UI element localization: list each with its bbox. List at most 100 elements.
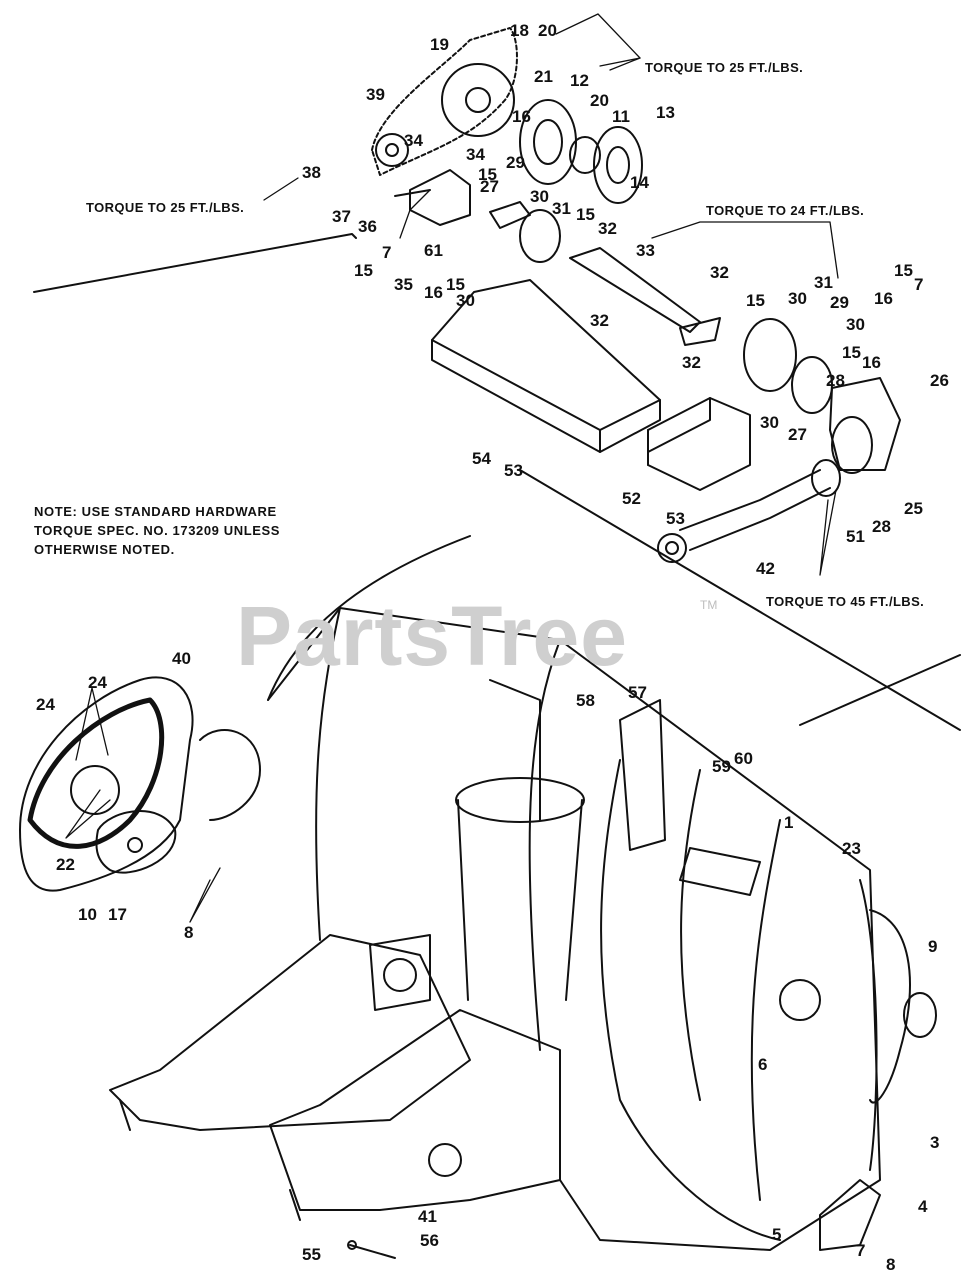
chain-drive bbox=[371, 27, 518, 176]
part-number: 7 bbox=[914, 275, 923, 294]
part-number: 15 bbox=[746, 291, 765, 310]
part-number: 31 bbox=[552, 199, 571, 218]
part-number: 32 bbox=[590, 311, 609, 330]
part-number: 28 bbox=[872, 517, 891, 536]
cover-plate bbox=[431, 279, 661, 453]
part-number: 3 bbox=[930, 1133, 939, 1152]
part-number: 26 bbox=[930, 371, 949, 390]
part-number: 57 bbox=[628, 683, 647, 702]
note-line: NOTE: USE STANDARD HARDWARE bbox=[34, 504, 277, 519]
part-number: 53 bbox=[666, 509, 685, 528]
part-number: 22 bbox=[56, 855, 75, 874]
part-number: 21 bbox=[534, 67, 553, 86]
part-number: 15 bbox=[354, 261, 373, 280]
part-number: 4 bbox=[918, 1197, 928, 1216]
part-number: 30 bbox=[530, 187, 549, 206]
part-number: 15 bbox=[478, 165, 497, 184]
part-number: 30 bbox=[456, 291, 475, 310]
part-number: 29 bbox=[830, 293, 849, 312]
part-number: 5 bbox=[772, 1225, 781, 1244]
part-number: 16 bbox=[862, 353, 881, 372]
part-number: 35 bbox=[394, 275, 413, 294]
torque-label: TORQUE TO 24 FT./LBS. bbox=[706, 203, 864, 218]
hitch-frame bbox=[109, 934, 561, 1221]
part-number: 38 bbox=[302, 163, 321, 182]
part-number: 55 bbox=[302, 1245, 321, 1264]
part-number: 13 bbox=[656, 103, 675, 122]
torque-label: TORQUE TO 25 FT./LBS. bbox=[645, 60, 803, 75]
part-number: 32 bbox=[710, 263, 729, 282]
part-number: 61 bbox=[424, 241, 443, 260]
part-number: 14 bbox=[630, 173, 649, 192]
trademark-symbol: TM bbox=[700, 598, 718, 612]
bearing-flanges bbox=[519, 99, 643, 204]
part-number: 34 bbox=[466, 145, 485, 164]
part-number: 8 bbox=[184, 923, 193, 942]
torque-label: TORQUE TO 45 FT./LBS. bbox=[766, 594, 924, 609]
hardware-note: NOTE: USE STANDARD HARDWARE TORQUE SPEC.… bbox=[34, 502, 334, 559]
watermark: PartsTree bbox=[236, 589, 628, 683]
part-number: 19 bbox=[430, 35, 449, 54]
part-number: 30 bbox=[760, 413, 779, 432]
leader-lines bbox=[65, 13, 839, 923]
part-number: 20 bbox=[538, 21, 557, 40]
impeller bbox=[779, 909, 937, 1104]
part-number: 32 bbox=[682, 353, 701, 372]
right-flange-parts bbox=[743, 318, 901, 474]
part-number: 15 bbox=[446, 275, 465, 294]
part-number: 16 bbox=[424, 283, 443, 302]
part-number: 20 bbox=[590, 91, 609, 110]
part-number: 56 bbox=[420, 1231, 439, 1250]
part-number: 39 bbox=[366, 85, 385, 104]
part-number: 53 bbox=[504, 461, 523, 480]
part-number: 23 bbox=[842, 839, 861, 858]
part-number: 30 bbox=[788, 289, 807, 308]
part-number: 24 bbox=[88, 673, 107, 692]
part-number: 27 bbox=[788, 425, 807, 444]
torque-label: TORQUE TO 25 FT./LBS. bbox=[86, 200, 244, 215]
part-number: 11 bbox=[612, 107, 630, 126]
divider-line bbox=[33, 233, 961, 731]
part-number: 7 bbox=[382, 243, 391, 262]
part-number: 29 bbox=[506, 153, 525, 172]
pin bbox=[347, 1240, 396, 1259]
part-number: 15 bbox=[894, 261, 913, 280]
part-number: 58 bbox=[576, 691, 595, 710]
part-number: 59 bbox=[712, 757, 731, 776]
part-number: 16 bbox=[874, 289, 893, 308]
part-number-labels: 19 18 20 21 12 20 11 13 39 16 15 29 34 3… bbox=[36, 21, 949, 1274]
part-number: 34 bbox=[404, 131, 423, 150]
discharge-opening bbox=[455, 679, 666, 1001]
part-number: 18 bbox=[510, 21, 529, 40]
part-number: 1 bbox=[784, 813, 793, 832]
housing-edge-curve bbox=[267, 535, 471, 701]
part-number: 40 bbox=[172, 649, 191, 668]
part-number: 15 bbox=[576, 205, 595, 224]
part-number: 60 bbox=[734, 749, 753, 768]
part-number: 28 bbox=[826, 371, 845, 390]
auger-housing bbox=[267, 607, 881, 1251]
part-number: 27 bbox=[480, 177, 499, 196]
note-line: OTHERWISE NOTED. bbox=[34, 542, 175, 557]
belt-guard bbox=[19, 676, 261, 892]
part-number: 16 bbox=[512, 107, 531, 126]
part-number: 42 bbox=[756, 559, 775, 578]
part-number: 36 bbox=[358, 217, 377, 236]
bracket bbox=[647, 397, 751, 491]
part-number: 37 bbox=[332, 207, 351, 226]
part-number: 31 bbox=[814, 273, 833, 292]
note-line: TORQUE SPEC. NO. 173209 UNLESS bbox=[34, 523, 281, 538]
part-number: 30 bbox=[846, 315, 865, 334]
idler-plate bbox=[95, 810, 177, 874]
part-number: 25 bbox=[904, 499, 923, 518]
part-number: 24 bbox=[36, 695, 55, 714]
part-number: 17 bbox=[108, 905, 127, 924]
part-number: 32 bbox=[598, 219, 617, 238]
part-number: 52 bbox=[622, 489, 641, 508]
part-number: 41 bbox=[418, 1207, 437, 1226]
driveshaft bbox=[657, 459, 841, 563]
part-number: 7 bbox=[856, 1241, 865, 1260]
part-number: 15 bbox=[842, 343, 861, 362]
